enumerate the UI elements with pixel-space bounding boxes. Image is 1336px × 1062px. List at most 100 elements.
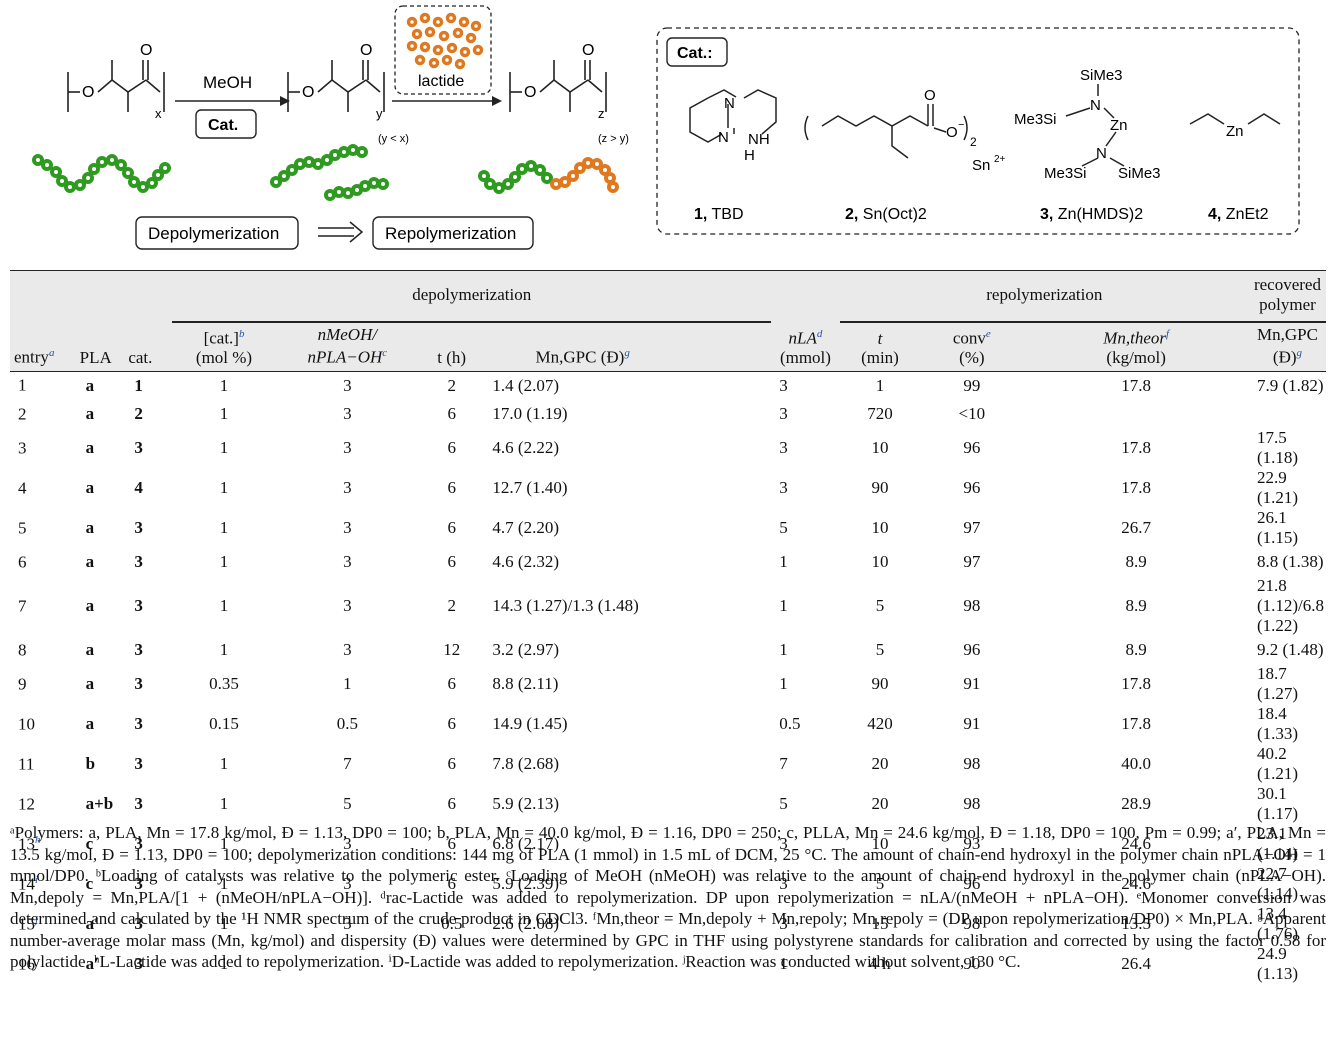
cell-theor: 24.6 <box>1121 874 1152 894</box>
cell-catmol: 1 <box>219 438 229 458</box>
cell-t: 6 <box>447 754 456 774</box>
cell-catmol: 1 <box>219 518 229 538</box>
cat-box <box>195 109 257 139</box>
cell-tmin: 15 <box>871 914 889 934</box>
col-pla: PLA <box>79 347 112 367</box>
cell-conv: 98 <box>963 914 981 934</box>
cell-cat: 3 <box>134 834 143 854</box>
cell-entry: 10 <box>18 714 35 734</box>
cell-cat: 1 <box>134 375 143 395</box>
cell-cat: 3 <box>134 640 143 660</box>
double-arrow-head <box>349 221 364 243</box>
cell-theor: 17.8 <box>1121 438 1152 458</box>
cell-meoh: 3 <box>343 914 352 934</box>
cell-pla: a <box>85 438 95 458</box>
cell-meoh: 0.5 <box>336 714 358 734</box>
struct-n: N <box>1090 97 1101 114</box>
cell-cat: 4 <box>134 478 143 498</box>
cell-tmin: 4 h <box>869 954 891 974</box>
cell-theor: 24.6 <box>1121 834 1152 854</box>
cell-rec: 21.8 (1.12)/6.8 (1.22) <box>1256 576 1324 636</box>
col-t-h: t (h) <box>437 347 467 367</box>
cat-title-box <box>666 37 728 67</box>
cell-conv: 96 <box>963 478 981 498</box>
cell-pla: a <box>85 714 95 734</box>
cell-mn: 14.3 (1.27)/1.3 (1.48) <box>492 596 639 616</box>
cell-t: 6 <box>447 714 456 734</box>
cell-nla: 5 <box>779 518 788 538</box>
group-repolymerization: repolymerization <box>839 270 1249 323</box>
cell-conv: 98 <box>963 754 981 774</box>
cat2-label: 2, Sn(Oct)2 <box>845 206 927 223</box>
cell-theor: 17.8 <box>1121 478 1152 498</box>
cell-nla: 3 <box>779 914 788 934</box>
cell-meoh: 3 <box>343 596 352 616</box>
cell-conv: 96 <box>963 640 981 660</box>
cell-rec: 9.2 (1.48) <box>1256 640 1324 660</box>
sn-charge: 2+ <box>994 154 1006 165</box>
cell-rec: 26.1 (1.15) <box>1256 508 1299 548</box>
cell-tmin: 10 <box>871 552 889 572</box>
cell-catmol: 1 <box>219 874 229 894</box>
cell-rec <box>1249 400 1326 428</box>
cell-rec: 8.8 (1.38) <box>1256 552 1324 572</box>
tbd-structure <box>689 89 777 143</box>
cell-conv: 98 <box>963 794 981 814</box>
cell-pla: a+b <box>85 794 114 814</box>
cell-mn: 17.0 (1.19) <box>492 403 568 423</box>
col-nla: nLAd(mmol) <box>779 328 831 367</box>
cat-panel-title: Cat.: <box>677 45 713 62</box>
cell-theor: 13.5 <box>1121 914 1152 934</box>
cell-tmin: 5 <box>875 874 885 894</box>
green-chain-short-1 <box>270 144 368 188</box>
cell-meoh: 3 <box>343 403 352 423</box>
cell-tmin: 10 <box>871 438 889 458</box>
col-mn-gpc-recovered: Mn,GPC (Đ)g <box>1257 325 1318 367</box>
cell-theor: 26.4 <box>1121 954 1152 974</box>
cell-catmol: 0.35 <box>209 674 239 694</box>
catalyst-panel <box>656 27 1300 235</box>
cell-conv: 93 <box>963 834 981 854</box>
green-chain-long <box>32 154 171 193</box>
cell-theor: 40.0 <box>1121 754 1152 774</box>
cell-catmol: 0.15 <box>209 714 239 734</box>
cell-mn: 3.2 (2.97) <box>492 640 559 660</box>
cell-nla: 3 <box>779 874 788 894</box>
cell-cat: 3 <box>134 438 143 458</box>
cell-entry: 1 <box>18 376 27 396</box>
cell-cat: 2 <box>134 403 143 423</box>
struct-sime3: SiMe3 <box>1080 67 1123 84</box>
cell-meoh: 3 <box>343 438 352 458</box>
cell-meoh: 3 <box>343 834 352 854</box>
cell-theor <box>1023 400 1249 428</box>
cell-cat: 3 <box>134 552 143 572</box>
sub-x: x <box>155 106 162 121</box>
cell-mn: 4.6 (2.22) <box>492 438 559 458</box>
cell-pla: a <box>85 640 95 660</box>
cell-theor: 8.9 <box>1125 596 1147 616</box>
cell-nla: 0.5 <box>779 714 801 734</box>
arrowhead <box>492 96 502 106</box>
col-mn-theor: Mn,theorf(kg/mol) <box>1103 328 1170 367</box>
cell-tmin: 720 <box>867 403 893 423</box>
footnote-text: ᵃPolymers: a, PLA, Mn = 17.8 kg/mol, Đ =… <box>10 823 1326 971</box>
struct-o-minus: O <box>946 124 958 141</box>
struct-o: O <box>924 87 936 104</box>
cell-pla: b <box>85 754 96 774</box>
struct-nh: NH <box>748 131 770 148</box>
cell-pla: a′ <box>85 954 99 974</box>
cell-tmin: 1 <box>875 375 885 395</box>
cell-t: 6 <box>447 794 456 814</box>
cell-pla: c <box>85 874 94 894</box>
cell-cat: 3 <box>134 518 143 538</box>
cell-entry: 16 <box>18 954 35 974</box>
